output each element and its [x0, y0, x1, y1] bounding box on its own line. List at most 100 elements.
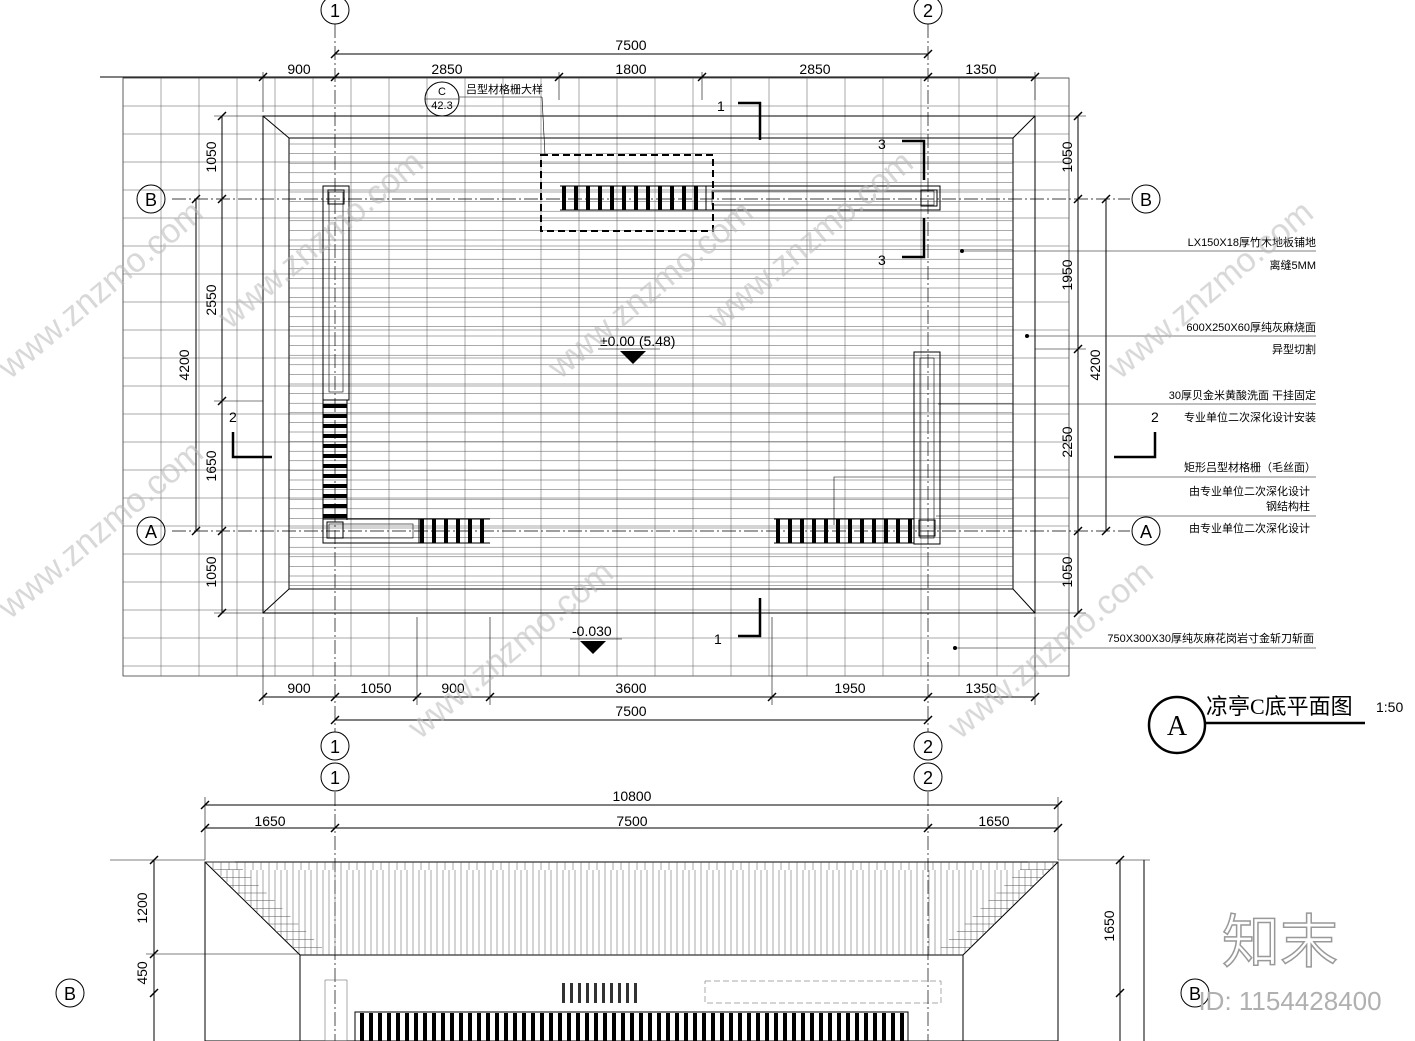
svg-text:凉亭C底平面图: 凉亭C底平面图	[1206, 694, 1353, 719]
roof-slat	[585, 1013, 589, 1041]
slat	[598, 186, 602, 210]
roof-slat	[578, 983, 581, 1003]
roof-slat	[900, 1013, 904, 1041]
svg-text:2: 2	[1151, 409, 1159, 425]
svg-text:2: 2	[923, 737, 933, 757]
svg-text:900: 900	[287, 680, 311, 696]
roof-slat	[747, 1013, 751, 1041]
roof-slat	[594, 983, 597, 1003]
svg-text:ID: 1154428400: ID: 1154428400	[1198, 986, 1381, 1016]
svg-text:1800: 1800	[615, 61, 646, 77]
svg-text:450: 450	[134, 961, 150, 985]
roof-slat	[522, 1013, 526, 1041]
dim-lower: 10800 1650 7500 1650 1200 450 1650	[110, 788, 1150, 1041]
svg-text:1650: 1650	[203, 450, 219, 481]
svg-text:3600: 3600	[615, 680, 646, 696]
roof-slat	[432, 1013, 436, 1041]
drawing-title-block: A 凉亭C底平面图 1:50	[1147, 694, 1403, 755]
roof-slat	[648, 1013, 652, 1041]
roof-slat	[639, 1013, 643, 1041]
svg-text:A: A	[145, 522, 157, 542]
roof-slat	[864, 1013, 868, 1041]
svg-text:7500: 7500	[615, 703, 646, 719]
outer-paving-grid	[122, 77, 1070, 677]
slat	[682, 186, 686, 210]
slat	[323, 504, 347, 508]
axis-bubble-a-right: A	[1131, 516, 1161, 546]
svg-text:吕型材格栅大样: 吕型材格栅大样	[466, 82, 543, 96]
roof-slat	[711, 1013, 715, 1041]
svg-text:1:50: 1:50	[1376, 699, 1403, 715]
roof-slat	[684, 1013, 688, 1041]
roof-slat	[702, 1013, 706, 1041]
dim-bottom: 900 1050 900 3600 1950 1350 7500	[258, 617, 1040, 725]
roof-slat	[774, 1013, 778, 1041]
roof-slat	[666, 1013, 670, 1041]
svg-text:2: 2	[923, 768, 933, 788]
roof-slat	[576, 1013, 580, 1041]
svg-text:LX150X18厚竹木地板铺地: LX150X18厚竹木地板铺地	[1188, 235, 1316, 249]
roof-slat	[801, 1013, 805, 1041]
axis-bubble-1-lower: 1	[320, 762, 350, 792]
svg-text:2: 2	[229, 409, 237, 425]
roof-slat	[558, 1013, 562, 1041]
slat	[670, 186, 674, 210]
axis-bubble-b-lower: B	[55, 978, 85, 1008]
axis-bubble-a-left: A	[136, 516, 166, 546]
svg-text:由专业单位二次深化设计: 由专业单位二次深化设计	[1189, 521, 1310, 535]
roof-slat	[738, 1013, 742, 1041]
roof-slat	[810, 1013, 814, 1041]
svg-text:B: B	[64, 984, 76, 1004]
roof-slat	[891, 1013, 895, 1041]
svg-text:1: 1	[714, 631, 722, 647]
svg-text:B: B	[145, 190, 157, 210]
slat	[432, 519, 436, 543]
roof-slat	[477, 1013, 481, 1041]
svg-text:7500: 7500	[616, 813, 647, 829]
svg-text:2250: 2250	[1059, 426, 1075, 457]
detail-callout-box	[540, 154, 714, 232]
roof-slat	[378, 1013, 382, 1041]
roof-slat	[570, 983, 573, 1003]
platform-outline	[262, 115, 1036, 614]
roof-slat	[630, 1013, 634, 1041]
slat	[646, 186, 650, 210]
svg-text:1050: 1050	[360, 680, 391, 696]
slat	[872, 519, 876, 543]
roof-slat	[441, 1013, 445, 1041]
svg-text:1950: 1950	[834, 680, 865, 696]
roof-slat	[720, 1013, 724, 1041]
roof-slat	[729, 1013, 733, 1041]
roof-slat	[540, 1013, 544, 1041]
svg-text:1050: 1050	[203, 556, 219, 587]
roof-slat	[360, 1013, 364, 1041]
roof-slat	[765, 1013, 769, 1041]
svg-text:矩形吕型材格栅（毛丝面）: 矩形吕型材格栅（毛丝面）	[1184, 460, 1316, 474]
axis-bubble-1-bottom: 1	[320, 731, 350, 761]
svg-text:A: A	[1167, 711, 1188, 742]
roof-slat	[626, 983, 629, 1003]
roof-slat	[486, 1013, 490, 1041]
bamboo-deck-boards	[289, 143, 1013, 586]
roof-slat	[504, 1013, 508, 1041]
svg-text:-0.030: -0.030	[572, 623, 612, 639]
slat	[610, 186, 614, 210]
roof-slat	[567, 1013, 571, 1041]
roof-slat	[819, 1013, 823, 1041]
roof-slat	[873, 1013, 877, 1041]
axis-bubble-2-top: 2	[913, 0, 943, 25]
axis-bubble-b-left: B	[136, 184, 166, 214]
svg-text:1: 1	[330, 1, 340, 21]
grille-slats-top	[560, 185, 707, 211]
watermark-group: www.znzmo.com www.znzmo.com www.znzmo.co…	[0, 143, 1321, 747]
roof-slat	[855, 1013, 859, 1041]
dim-top: 7500 900 2850 1800 2850 1350	[100, 37, 1040, 112]
roof-slat	[423, 1013, 427, 1041]
roof-slat	[756, 1013, 760, 1041]
svg-text:由专业单位二次深化设计: 由专业单位二次深化设计	[1189, 484, 1310, 498]
svg-text:600X250X60厚纯灰麻烧面: 600X250X60厚纯灰麻烧面	[1186, 320, 1316, 334]
svg-text:7500: 7500	[615, 37, 646, 53]
section-marks: 1 1 2 2 3 3	[229, 98, 1159, 647]
roof-slat	[602, 983, 605, 1003]
